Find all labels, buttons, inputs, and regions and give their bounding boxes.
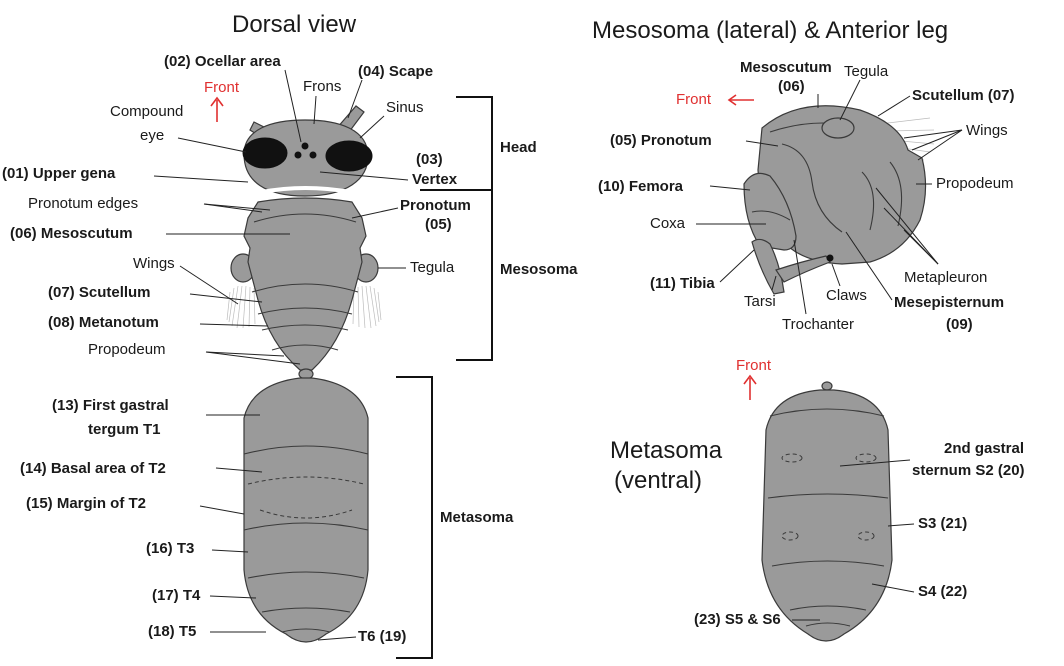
label-lat-mesepisternum-num: (09) <box>946 316 973 333</box>
label-lat-mesepisternum: Mesepisternum <box>894 294 1004 311</box>
compound-eye-right <box>326 141 372 171</box>
label-pronotum: Pronotum <box>400 197 471 214</box>
lateral-body <box>744 106 934 294</box>
label-lat-trochanter: Trochanter <box>782 316 854 333</box>
ventral-metasoma <box>762 390 892 641</box>
lateral-claws <box>827 255 834 262</box>
bracket-metasoma <box>396 377 432 658</box>
label-lat-mesoscutum-num: (06) <box>778 78 805 95</box>
ocellus-median <box>302 143 308 149</box>
label-lat-wings: Wings <box>966 122 1008 139</box>
label-v-s2-b: sternum S2 (20) <box>912 462 1025 479</box>
dorsal-wing-left <box>227 286 255 328</box>
label-sinus: Sinus <box>386 99 424 116</box>
ventral-title-2: (ventral) <box>614 467 702 494</box>
label-margin-t2: (15) Margin of T2 <box>26 495 146 512</box>
lateral-front-arrow <box>729 95 754 105</box>
label-lat-coxa: Coxa <box>650 215 686 232</box>
lateral-title: Mesosoma (lateral) & Anterior leg <box>592 17 948 44</box>
label-t1-a: (13) First gastral <box>52 397 169 414</box>
label-lat-metapleuron: Metapleuron <box>904 269 987 286</box>
lateral-tarsi <box>776 256 830 282</box>
label-v-s5s6: (23) S5 & S6 <box>694 611 781 628</box>
label-lat-pronotum: (05) Pronotum <box>610 132 712 149</box>
label-compound-eye-1: Compound <box>110 103 183 120</box>
label-lat-tibia: (11) Tibia <box>650 275 715 292</box>
label-v-s2-a: 2nd gastral <box>944 440 1024 457</box>
label-vertex-num: (03) <box>416 151 443 168</box>
label-upper-gena: (01) Upper gena <box>2 165 116 182</box>
lateral-tegula <box>822 118 854 138</box>
label-v-s3: S3 (21) <box>918 515 967 532</box>
label-pronotum-edges: Pronotum edges <box>28 195 138 212</box>
ventral-body <box>762 382 892 641</box>
dorsal-front-arrow <box>211 98 223 122</box>
bracket-label-head: Head <box>500 139 537 156</box>
dorsal-metasoma <box>244 378 368 642</box>
bracket-head-mesosoma <box>456 97 492 360</box>
label-wings: Wings <box>133 255 175 272</box>
label-scutellum: (07) Scutellum <box>48 284 151 301</box>
label-t5: (18) T5 <box>148 623 196 640</box>
label-lat-tegula: Tegula <box>844 63 889 80</box>
label-lat-tarsi: Tarsi <box>744 293 776 310</box>
ocellus-left <box>295 152 301 158</box>
label-pronotum-num: (05) <box>425 216 452 233</box>
ventral-front-label: Front <box>736 357 772 374</box>
label-lat-propodeum: Propodeum <box>936 175 1014 192</box>
ocellus-right <box>310 152 316 158</box>
bracket-label-metasoma: Metasoma <box>440 509 514 526</box>
dorsal-front-label: Front <box>204 79 240 96</box>
lateral-front-label: Front <box>676 91 712 108</box>
label-metanotum: (08) Metanotum <box>48 314 159 331</box>
ventral-front-arrow <box>744 376 756 400</box>
label-ocellar-area: (02) Ocellar area <box>164 53 281 70</box>
label-tegula: Tegula <box>410 259 455 276</box>
dorsal-body <box>227 106 381 642</box>
ventral-petiole <box>822 382 832 390</box>
label-t3: (16) T3 <box>146 540 194 557</box>
label-lat-mesoscutum: Mesoscutum <box>740 59 832 76</box>
label-lat-claws: Claws <box>826 287 867 304</box>
label-scape: (04) Scape <box>358 63 433 80</box>
label-t4: (17) T4 <box>152 587 201 604</box>
label-t1-b: tergum T1 <box>88 421 161 438</box>
label-compound-eye-2: eye <box>140 127 164 144</box>
ventral-title-1: Metasoma <box>610 437 723 464</box>
label-vertex: Vertex <box>412 171 458 188</box>
label-v-s4: S4 (22) <box>918 583 967 600</box>
label-lat-femora: (10) Femora <box>598 178 684 195</box>
label-t6: T6 (19) <box>358 628 406 645</box>
label-frons: Frons <box>303 78 341 95</box>
label-propodeum: Propodeum <box>88 341 166 358</box>
dorsal-title: Dorsal view <box>232 11 357 38</box>
label-mesoscutum: (06) Mesoscutum <box>10 225 133 242</box>
compound-eye-left <box>243 138 287 168</box>
label-lat-scutellum: Scutellum (07) <box>912 87 1015 104</box>
label-basal-t2: (14) Basal area of T2 <box>20 460 166 477</box>
bracket-label-mesosoma: Mesosoma <box>500 261 578 278</box>
